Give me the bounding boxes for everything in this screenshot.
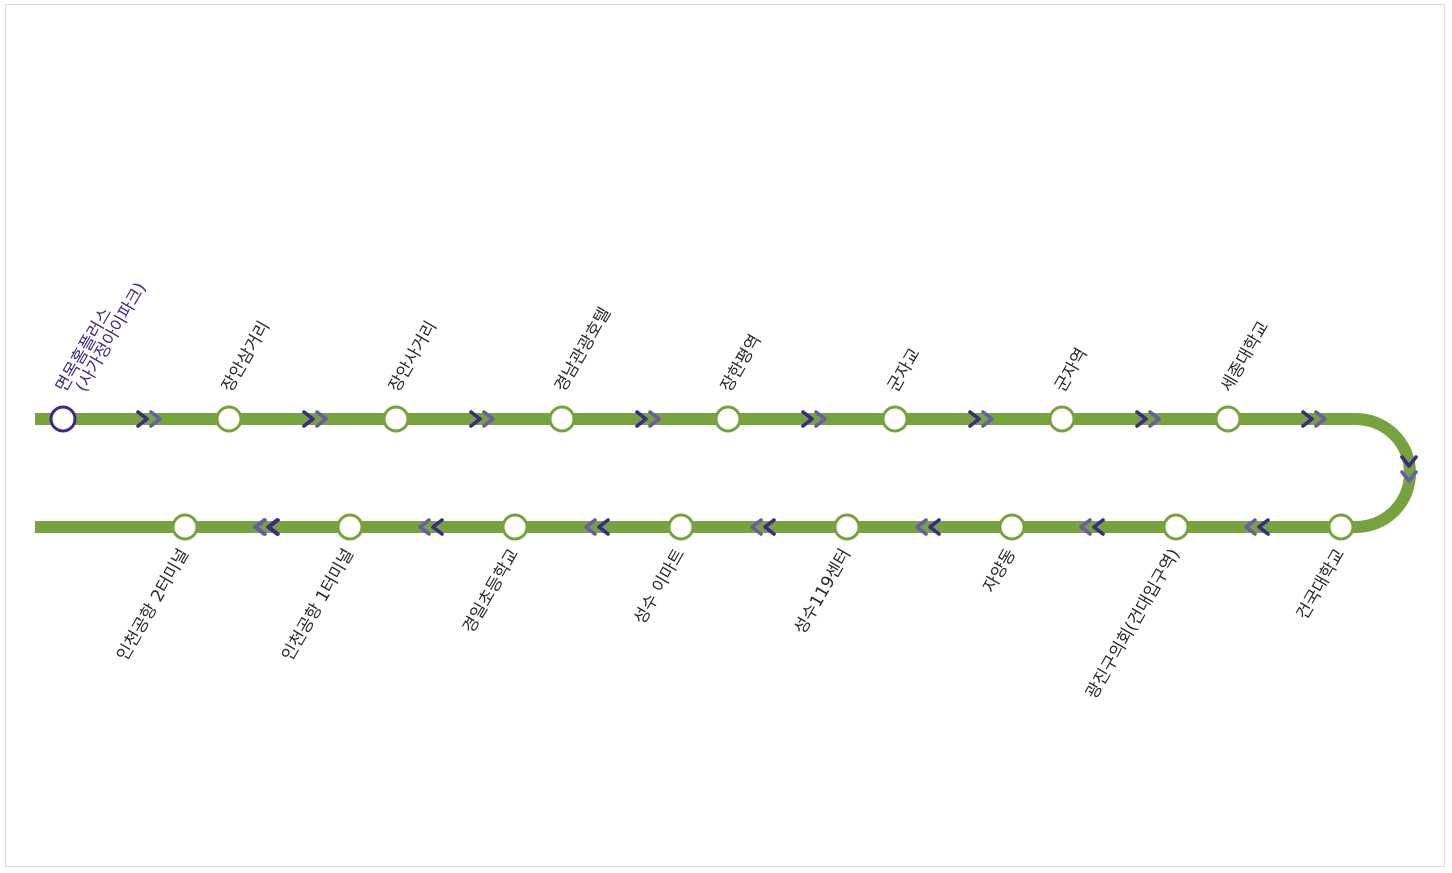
route-line <box>35 413 1416 533</box>
direction-arrow-left <box>254 518 267 536</box>
station-label: 군자교 <box>884 345 925 396</box>
station-label: 성수 이마트 <box>630 546 689 628</box>
station-marker[interactable] <box>501 513 529 541</box>
direction-arrow-left <box>418 518 431 536</box>
station-marker[interactable] <box>714 405 742 433</box>
station-marker[interactable] <box>1214 405 1242 433</box>
station-label: 장안삼거리 <box>218 318 274 396</box>
station-marker[interactable] <box>833 513 861 541</box>
direction-arrow-right <box>1314 410 1327 428</box>
direction-arrow-right <box>482 410 495 428</box>
station-marker[interactable] <box>215 405 243 433</box>
direction-arrow-right <box>149 410 162 428</box>
direction-arrow-right <box>981 410 994 428</box>
direction-arrow-right <box>968 410 981 428</box>
direction-arrow-right <box>315 410 328 428</box>
direction-arrow-right <box>801 410 814 428</box>
direction-arrow-right <box>1135 410 1148 428</box>
route-line-path <box>35 413 1416 533</box>
direction-arrow-left <box>431 518 444 536</box>
direction-arrow-left <box>1092 518 1105 536</box>
direction-arrow-left <box>584 518 597 536</box>
direction-arrow-left <box>750 518 763 536</box>
station-label: 자양동 <box>980 546 1021 597</box>
direction-arrow-left <box>1079 518 1092 536</box>
station-marker-start[interactable] <box>49 405 77 433</box>
station-label: 건국대학교 <box>1293 546 1349 624</box>
station-marker[interactable] <box>336 513 364 541</box>
stations <box>49 405 1355 541</box>
direction-arrow-down <box>1400 455 1418 468</box>
station-label: 인천공항 1터미널 <box>278 546 358 665</box>
direction-arrow-right <box>1301 410 1314 428</box>
station-marker[interactable] <box>667 513 695 541</box>
station-marker[interactable] <box>548 405 576 433</box>
station-marker[interactable] <box>998 513 1026 541</box>
station-marker[interactable] <box>1162 513 1190 541</box>
direction-arrow-down <box>1400 470 1418 483</box>
station-marker[interactable] <box>171 513 199 541</box>
direction-arrow-left <box>763 518 776 536</box>
direction-arrows <box>136 410 1418 536</box>
station-label: 성수119센터 <box>791 546 856 638</box>
station-label: 인천공항 2터미널 <box>113 546 193 665</box>
direction-arrow-left <box>1244 518 1257 536</box>
station-label: 장한평역 <box>717 331 766 395</box>
station-marker[interactable] <box>881 405 909 433</box>
station-label: 세종대학교 <box>1217 318 1273 396</box>
direction-arrow-right <box>136 410 149 428</box>
direction-arrow-right <box>1148 410 1161 428</box>
direction-arrow-right <box>469 410 482 428</box>
station-label: 광진구의회(건대입구역) <box>1082 546 1184 703</box>
direction-arrow-left <box>597 518 610 536</box>
station-marker[interactable] <box>1048 405 1076 433</box>
direction-arrow-left <box>928 518 941 536</box>
direction-arrow-right <box>302 410 315 428</box>
station-label: 군자역 <box>1051 345 1092 396</box>
direction-arrow-left <box>267 518 280 536</box>
station-label: 경일초등학교 <box>459 546 523 637</box>
station-label: 장안사거리 <box>385 318 441 396</box>
station-label: 경남관광호텔 <box>551 304 615 395</box>
station-marker[interactable] <box>1327 513 1355 541</box>
direction-arrow-right <box>814 410 827 428</box>
direction-arrow-left <box>915 518 928 536</box>
station-marker[interactable] <box>382 405 410 433</box>
direction-arrow-right <box>635 410 648 428</box>
direction-arrow-left <box>1257 518 1270 536</box>
direction-arrow-right <box>648 410 661 428</box>
